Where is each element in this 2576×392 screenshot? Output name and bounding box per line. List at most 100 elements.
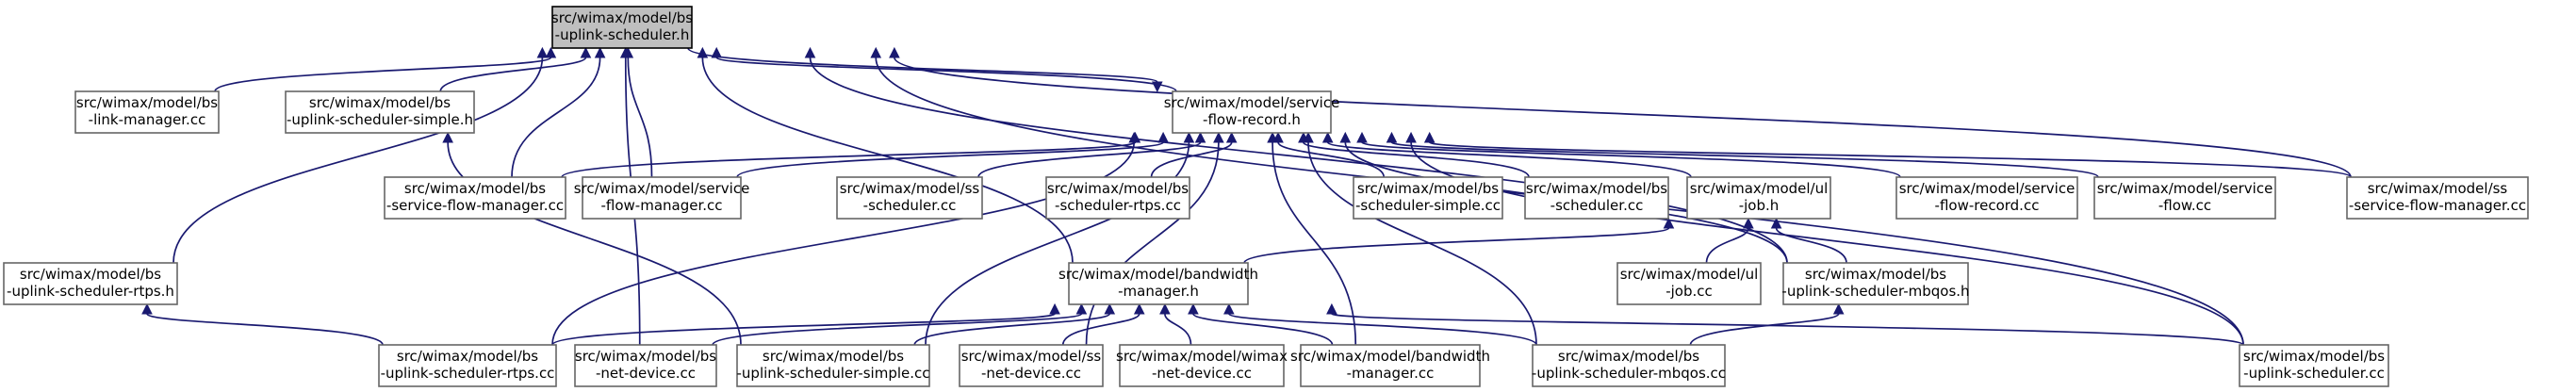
graph-node[interactable]: src/wimax/model/ss -net-device.cc bbox=[959, 344, 1104, 387]
edge-line bbox=[1705, 227, 1749, 264]
node-label-line: src/wimax/model/ul bbox=[1690, 180, 1829, 197]
edge-line bbox=[1390, 141, 2099, 178]
node-label-line: -job.cc bbox=[1665, 283, 1713, 300]
edge-line bbox=[715, 57, 1177, 92]
dependency-edge bbox=[1150, 131, 1238, 178]
dependency-edge bbox=[1303, 131, 1537, 346]
graph-node[interactable]: src/wimax/model/bs -scheduler-simple.cc bbox=[1353, 176, 1503, 220]
dependency-edge bbox=[442, 131, 742, 346]
edge-line bbox=[561, 141, 1137, 178]
edge-arrowhead bbox=[1213, 131, 1224, 143]
node-label-line: -uplink-scheduler-simple.cc bbox=[737, 365, 930, 382]
edge-line bbox=[1303, 141, 1530, 178]
graph-node[interactable]: src/wimax/model/ul -job.cc bbox=[1616, 262, 1762, 305]
edge-arrowhead bbox=[1770, 217, 1782, 229]
dependency-edge bbox=[439, 46, 592, 92]
node-box bbox=[285, 90, 475, 134]
graph-node[interactable]: src/wimax/model/service -flow-record.cc bbox=[1895, 176, 2078, 220]
dependency-edge bbox=[1243, 217, 1675, 264]
edge-line bbox=[1410, 141, 2244, 346]
edge-line bbox=[1775, 227, 1847, 264]
graph-node[interactable]: src/wimax/model/bs -uplink-scheduler-mbq… bbox=[1532, 344, 1726, 387]
edge-line bbox=[1061, 313, 1140, 346]
dependency-edge bbox=[1159, 302, 1192, 346]
node-box bbox=[1616, 262, 1762, 305]
node-label-line: src/wimax/model/ss bbox=[2368, 180, 2508, 197]
dependency-edge bbox=[1386, 131, 2099, 178]
graph-node[interactable]: src/wimax/model/bs -uplink-scheduler-sim… bbox=[736, 344, 930, 387]
edge-arrowhead bbox=[1356, 131, 1368, 143]
edge-line bbox=[1085, 141, 1220, 346]
dependency-edge bbox=[1356, 131, 1901, 178]
dependency-edge bbox=[1188, 302, 1334, 346]
graph-node[interactable]: src/wimax/model/bs -uplink-scheduler.h bbox=[551, 6, 693, 49]
edge-arrowhead bbox=[536, 46, 549, 58]
graph-node[interactable]: src/wimax/model/bs -scheduler-rtps.cc bbox=[1045, 176, 1190, 220]
graph-node[interactable]: src/wimax/model/bs -uplink-scheduler-rtp… bbox=[378, 344, 557, 387]
edge-line bbox=[627, 57, 653, 178]
node-label-line: -net-device.cc bbox=[1152, 365, 1252, 382]
dependency-edge bbox=[1423, 131, 2352, 178]
graph-node[interactable]: src/wimax/model/ul -job.h bbox=[1686, 176, 1831, 220]
node-label-line: -net-device.cc bbox=[596, 365, 696, 382]
edge-arrowhead bbox=[1663, 217, 1675, 229]
dependency-edge bbox=[141, 302, 384, 346]
dependency-edge bbox=[736, 131, 1169, 178]
graph-node[interactable]: src/wimax/model/bs -uplink-scheduler.cc bbox=[2239, 344, 2389, 387]
graph-node[interactable]: src/wimax/model/ss -service-flow-manager… bbox=[2346, 176, 2529, 220]
graph-node[interactable]: src/wimax/model/wimax -net-device.cc bbox=[1116, 344, 1288, 387]
edge-line bbox=[1307, 141, 1537, 346]
edge-arrowhead bbox=[1405, 131, 1417, 143]
edge-arrowhead bbox=[697, 46, 709, 58]
node-label-line: src/wimax/model/bs bbox=[575, 348, 716, 365]
node-box bbox=[551, 6, 693, 49]
node-label-line: src/wimax/model/bs bbox=[76, 94, 218, 111]
graph-node[interactable]: src/wimax/model/bs -scheduler.cc bbox=[1524, 176, 1669, 220]
node-label-line: src/wimax/model/service bbox=[1164, 94, 1340, 111]
dependency-edge bbox=[712, 302, 1088, 346]
node-label-line: -uplink-scheduler.h bbox=[555, 26, 690, 43]
graph-node[interactable]: src/wimax/model/ss -scheduler.cc bbox=[836, 176, 983, 220]
edge-arrowhead bbox=[442, 131, 453, 143]
graph-node[interactable]: src/wimax/model/bs -uplink-scheduler-sim… bbox=[285, 90, 475, 134]
node-label-line: -flow.cc bbox=[2158, 197, 2211, 214]
node-label-line: -manager.cc bbox=[1347, 365, 1435, 382]
node-label-line: -job.h bbox=[1739, 197, 1780, 214]
node-label-line: src/wimax/model/bandwidth bbox=[1058, 266, 1258, 283]
edge-line bbox=[447, 141, 742, 346]
edge-line bbox=[551, 313, 1056, 346]
node-label-line: src/wimax/model/bs bbox=[404, 180, 546, 197]
node-label-line: src/wimax/model/service bbox=[1899, 180, 2076, 197]
edge-line bbox=[511, 57, 601, 178]
graph-node[interactable]: src/wimax/model/bandwidth -manager.h bbox=[1058, 262, 1258, 305]
graph-node[interactable]: src/wimax/model/bs -uplink-scheduler-rtp… bbox=[3, 262, 178, 305]
edge-arrowhead bbox=[1223, 302, 1235, 315]
graph-node[interactable]: src/wimax/model/bandwidth -manager.cc bbox=[1290, 344, 1490, 387]
graph-node[interactable]: src/wimax/model/service -flow.cc bbox=[2093, 176, 2276, 220]
graph-node[interactable]: src/wimax/model/bs -net-device.cc bbox=[574, 344, 717, 387]
edge-line bbox=[1277, 141, 1386, 178]
edge-line bbox=[736, 141, 1164, 178]
node-label-line: -service-flow-manager.cc bbox=[386, 197, 564, 214]
edge-line bbox=[894, 57, 2352, 178]
edge-arrowhead bbox=[1151, 81, 1163, 93]
node-box bbox=[2093, 176, 2276, 220]
node-label-line: -flow-manager.cc bbox=[600, 197, 722, 214]
graph-node[interactable]: src/wimax/model/bs -service-flow-manager… bbox=[384, 176, 566, 220]
node-label-line: src/wimax/model/bs bbox=[1047, 180, 1189, 197]
node-label-line: src/wimax/model/bs bbox=[1805, 266, 1946, 283]
graph-node[interactable]: src/wimax/model/bs -link-manager.cc bbox=[74, 90, 220, 134]
graph-node[interactable]: src/wimax/model/service -flow-record.h bbox=[1164, 90, 1340, 134]
edge-arrowhead bbox=[545, 46, 557, 58]
node-label-line: -uplink-scheduler.cc bbox=[2243, 365, 2385, 382]
node-box bbox=[1686, 176, 1831, 220]
edge-line bbox=[913, 313, 1111, 346]
graph-node[interactable]: src/wimax/model/service -flow-manager.cc bbox=[574, 176, 750, 220]
dependency-edge bbox=[1267, 131, 1357, 346]
node-label-line: -scheduler-simple.cc bbox=[1355, 197, 1501, 214]
edge-line bbox=[977, 141, 1202, 178]
graph-node[interactable]: src/wimax/model/bs -uplink-scheduler-mbq… bbox=[1781, 262, 1970, 305]
edge-line bbox=[1361, 141, 1901, 178]
node-label-line: src/wimax/model/service bbox=[2097, 180, 2273, 197]
node-label-line: src/wimax/model/bs bbox=[20, 266, 161, 283]
